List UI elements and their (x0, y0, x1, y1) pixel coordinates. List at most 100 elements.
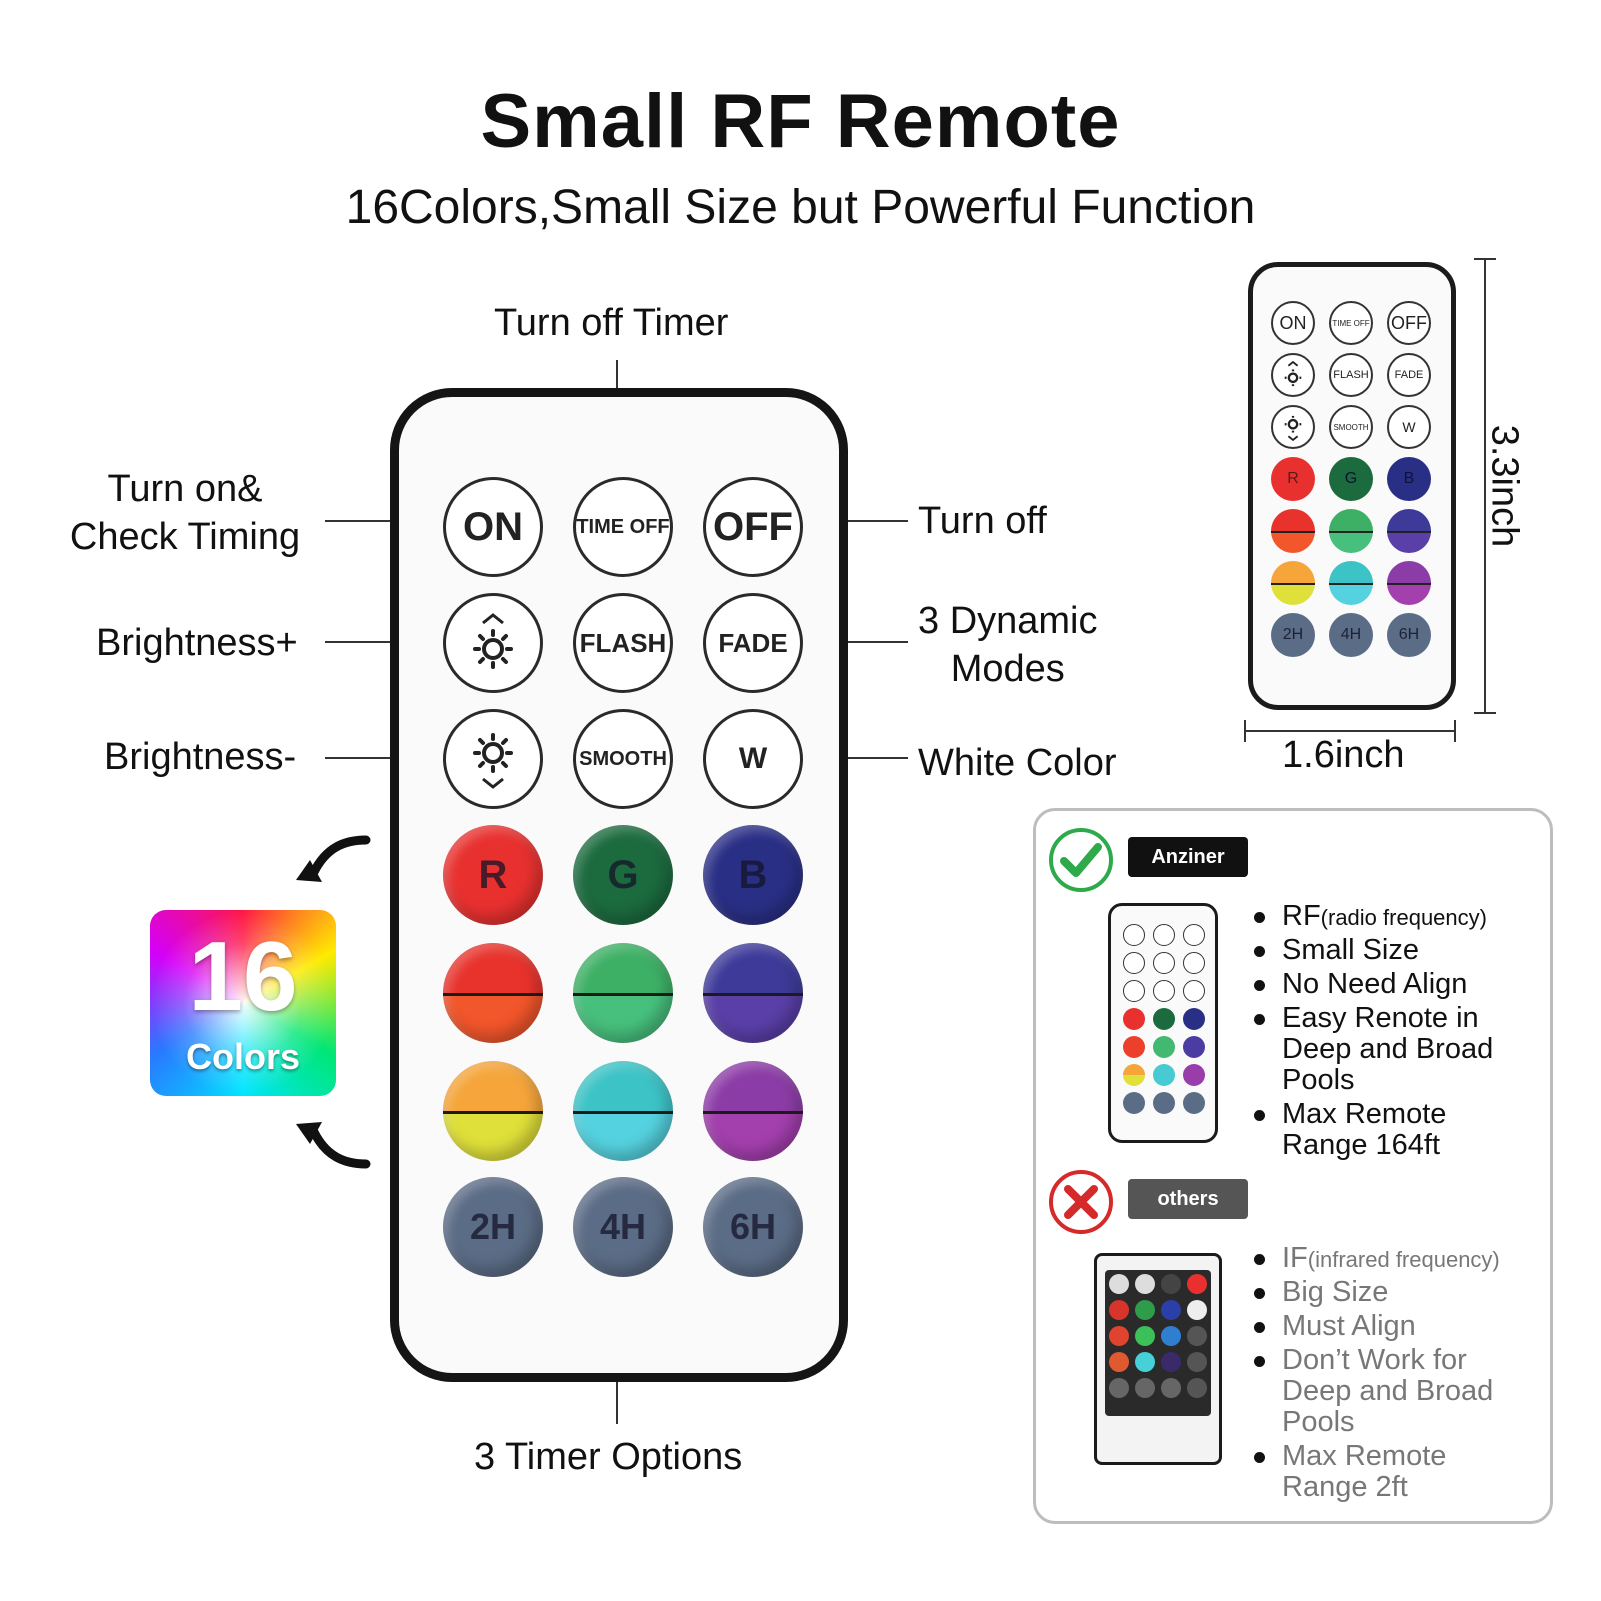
color-button-red-orange[interactable] (443, 943, 543, 1043)
blue-button[interactable]: B (703, 825, 803, 925)
small-off-button[interactable]: OFF (1387, 301, 1431, 345)
small-timer-6h[interactable]: 6H (1387, 613, 1431, 657)
color-button-orange-yellow[interactable] (443, 1061, 543, 1161)
badge-number: 16 (188, 921, 298, 1031)
timer-2h-button[interactable]: 2H (443, 1177, 543, 1277)
label-turn-off: Turn off (918, 500, 1047, 542)
red-button-label: R (478, 852, 508, 897)
flash-button-label: FLASH (579, 627, 667, 658)
small-fade-button[interactable]: FADE (1387, 353, 1431, 397)
small-brightness-up-button[interactable] (1271, 353, 1315, 397)
small-green-button[interactable]: G (1329, 457, 1373, 501)
small-fade-label: FADE (1394, 369, 1424, 381)
line-white-color (790, 757, 908, 759)
rf-feature-5: Max Remote Range 164ft (1254, 1099, 1493, 1161)
small-smooth-label: SMOOTH (1333, 422, 1369, 432)
page-subtitle: 16Colors,Small Size but Powerful Functio… (345, 181, 1256, 234)
blue-button-label: B (738, 852, 768, 897)
flash-button[interactable]: FLASH (573, 593, 673, 693)
rf-feature-2: Small Size (1254, 934, 1493, 966)
color-button-green-light[interactable] (573, 943, 673, 1043)
timer-4h-button[interactable]: 4H (573, 1177, 673, 1277)
rf-feature-4: Easy Renote in Deep and Broad Pools (1254, 1003, 1493, 1096)
small-time-off-button[interactable]: TIME OFF (1329, 301, 1373, 345)
small-color-indigo-violet[interactable] (1387, 509, 1431, 553)
smooth-button[interactable]: SMOOTH (573, 709, 673, 809)
small-brightness-down-icon (1284, 415, 1302, 441)
rf-feature-list: RF(radio frequency) Small Size No Need A… (1254, 900, 1493, 1164)
small-on-button[interactable]: ON (1271, 301, 1315, 345)
small-on-label: ON (1279, 312, 1307, 333)
small-timer-2h-label: 2H (1282, 626, 1304, 643)
small-white-label: W (1402, 419, 1416, 435)
small-flash-button[interactable]: FLASH (1329, 353, 1373, 397)
time-off-button[interactable]: TIME OFF (573, 477, 673, 577)
ir-feature-2: Big Size (1254, 1276, 1500, 1308)
label-white-color: White Color (918, 742, 1117, 784)
small-color-purple[interactable] (1387, 561, 1431, 605)
check-icon (1049, 828, 1113, 892)
off-button[interactable]: OFF (703, 477, 803, 577)
color-button-indigo-violet[interactable] (703, 943, 803, 1043)
ir-feature-5-line1: Max Remote (1282, 1440, 1447, 1473)
height-dimension-cap-bottom (1474, 712, 1496, 714)
small-color-orange-yellow[interactable] (1271, 561, 1315, 605)
ir-feature-4-line1: Don’t Work for (1282, 1344, 1467, 1377)
badge-word: Colors (185, 1036, 300, 1077)
bracket-stem (616, 1346, 618, 1424)
label-dynamic-line2: Modes (950, 647, 1065, 690)
rf-feature-1-note: (radio frequency) (1320, 905, 1487, 930)
white-button[interactable]: W (703, 709, 803, 809)
cross-icon (1049, 1170, 1113, 1234)
timer-6h-label: 6H (729, 1206, 777, 1247)
arrow-down-left-icon (296, 1122, 371, 1169)
brightness-up-button[interactable] (443, 593, 543, 693)
small-color-green-light[interactable] (1329, 509, 1373, 553)
green-button[interactable]: G (573, 825, 673, 925)
fade-button-label: FADE (718, 627, 788, 658)
line-dynamic-modes (790, 641, 908, 643)
ir-feature-4-line2: Deep and Broad (1282, 1375, 1494, 1408)
color-button-purple[interactable] (703, 1061, 803, 1161)
ir-feature-5: Max Remote Range 2ft (1254, 1441, 1500, 1503)
small-white-button[interactable]: W (1387, 405, 1431, 449)
small-remote: ON TIME OFF OFF FLASH FADE SMOOTH W R G … (1248, 262, 1456, 710)
small-red-button[interactable]: R (1271, 457, 1315, 501)
height-dimension-cap-top (1474, 258, 1496, 260)
fade-button[interactable]: FADE (703, 593, 803, 693)
ir-feature-4: Don’t Work for Deep and Broad Pools (1254, 1345, 1500, 1438)
small-timer-6h-label: 6H (1398, 626, 1420, 643)
others-tag: others (1128, 1179, 1248, 1219)
brightness-down-button[interactable] (443, 709, 543, 809)
small-brightness-down-button[interactable] (1271, 405, 1315, 449)
small-color-red-orange[interactable] (1271, 509, 1315, 553)
small-timer-4h[interactable]: 4H (1329, 613, 1373, 657)
line-turn-on (325, 520, 443, 522)
ir-feature-list: IF(infrared frequency) Big Size Must Ali… (1254, 1242, 1500, 1506)
main-remote: ON TIME OFF OFF FLASH FADE (390, 388, 848, 1382)
rf-feature-1-main: RF (1282, 900, 1321, 932)
timer-6h-button[interactable]: 6H (703, 1177, 803, 1277)
width-dimension-cap-left (1244, 720, 1246, 742)
small-color-cyan[interactable] (1329, 561, 1373, 605)
on-button[interactable]: ON (443, 477, 543, 577)
time-off-button-label: TIME OFF (576, 515, 670, 538)
smooth-button-label: SMOOTH (579, 747, 667, 770)
small-red-label: R (1287, 470, 1299, 487)
page-title: Small RF Remote (480, 79, 1121, 164)
line-turn-off (790, 520, 908, 522)
small-brightness-up-icon (1284, 361, 1302, 387)
width-dimension-cap-right (1454, 720, 1456, 742)
small-timer-2h[interactable]: 2H (1271, 613, 1315, 657)
small-smooth-button[interactable]: SMOOTH (1329, 405, 1373, 449)
small-blue-button[interactable]: B (1387, 457, 1431, 501)
color-button-cyan[interactable] (573, 1061, 673, 1161)
ir-feature-1-note: (infrared frequency) (1307, 1247, 1500, 1272)
red-button[interactable]: R (443, 825, 543, 925)
ir-feature-3: Must Align (1254, 1311, 1500, 1342)
brightness-down-icon (473, 733, 513, 789)
label-turn-off-timer: Turn off Timer (494, 302, 729, 344)
small-flash-label: FLASH (1333, 369, 1369, 381)
rf-feature-4-line2: Deep and Broad (1282, 1033, 1494, 1066)
ir-feature-4-line3: Pools (1282, 1406, 1355, 1439)
